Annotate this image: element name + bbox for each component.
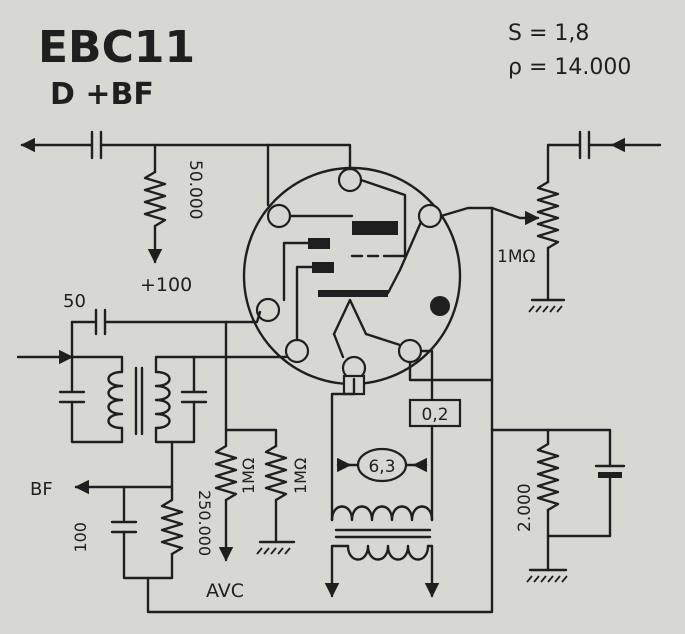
filament-current-label: 0,2 [421, 405, 448, 425]
wire-secondary-to-diode [154, 355, 288, 374]
filament-voltage-badge [356, 447, 408, 483]
cathode-plate [318, 290, 388, 297]
wire-heater-right [364, 332, 402, 347]
wire-cap-to-diode-pin [103, 310, 262, 324]
wire-grid-to-wiper [439, 206, 540, 226]
tube-pin-lower-right [397, 338, 423, 364]
avc-resistor-1 [214, 428, 238, 502]
wire-top-pin-to-anode-line [266, 143, 352, 207]
wire-cathode-internal [386, 220, 423, 295]
anode-load-resistor [143, 170, 167, 228]
wire-heater-left [332, 332, 345, 359]
diode-load-label: 250.000 [195, 490, 214, 556]
diode-load-resistor [160, 488, 184, 556]
internal-resistance-label: ρ = 14.000 [508, 55, 631, 80]
bf-output-label: BF [30, 479, 53, 500]
wire-primary-bottom [70, 400, 124, 444]
wire-secondary-bottom [154, 400, 196, 444]
tube-pin-upper-right [417, 203, 443, 229]
transconductance-label: S = 1,8 [508, 21, 589, 46]
wire-pot-top [546, 143, 582, 184]
wire-filament-left [330, 377, 356, 522]
triode-anode [352, 221, 398, 235]
mains-arrow-right [424, 544, 440, 598]
mains-arrow-left [324, 544, 350, 598]
avc-resistor-1-label: 1MΩ [239, 458, 258, 494]
cathode-resistor-label: 2.000 [515, 483, 535, 532]
filament-secondary-coil [330, 505, 434, 522]
grid-cap-label: 50 [63, 291, 86, 312]
volume-potentiometer [536, 180, 560, 250]
wire-grid-internal [359, 178, 407, 258]
wire-diode2-internal [295, 265, 314, 342]
wire-diode1-internal [282, 241, 310, 302]
volume-pot-label: 1MΩ [497, 247, 535, 267]
avc-ground-hatch [256, 547, 291, 555]
avc-resistor-2 [264, 444, 288, 502]
wire-avc-branch [224, 320, 278, 448]
if-secondary-coil [154, 370, 171, 430]
diode-anode-1 [308, 238, 330, 249]
wire-common-return [146, 428, 494, 614]
filament-voltage-label: 6,3 [368, 457, 395, 477]
cathode-ground-hatch [526, 575, 568, 583]
heater-filament [332, 298, 368, 336]
tube-pin-left [255, 297, 281, 323]
tube-pin-top [337, 167, 363, 193]
filament-current-box [408, 398, 462, 428]
tube-pin-lower-left [284, 338, 310, 364]
tube-title: EBC11 [38, 22, 195, 73]
tube-pin-upper-left [266, 203, 292, 229]
wire-primary-top [70, 355, 124, 374]
supply-voltage-label: +100 [140, 274, 192, 296]
pot-ground-hatch [528, 305, 563, 313]
wire-cathode-bypass-top [490, 428, 612, 468]
wire-bf-cap-bottom [122, 530, 174, 580]
filament-primary-coil [346, 544, 430, 561]
wire-filament-right [419, 349, 434, 402]
bf-cap-label: 100 [71, 522, 90, 553]
cathode-resistor [536, 442, 560, 512]
bypass-cap-plate-2 [598, 472, 622, 478]
wire-cathode-out [408, 360, 494, 432]
tube-subtitle: D +BF [50, 77, 154, 112]
if-primary-coil [107, 370, 124, 430]
diode-anode-2 [312, 262, 334, 273]
anode-resistor-label: 50.000 [185, 160, 205, 219]
wire-bypass-bottom [546, 476, 612, 538]
tube-key-dot [430, 296, 450, 316]
avc-resistor-2-label: 1MΩ [291, 458, 310, 494]
avc-label: AVC [206, 580, 244, 602]
